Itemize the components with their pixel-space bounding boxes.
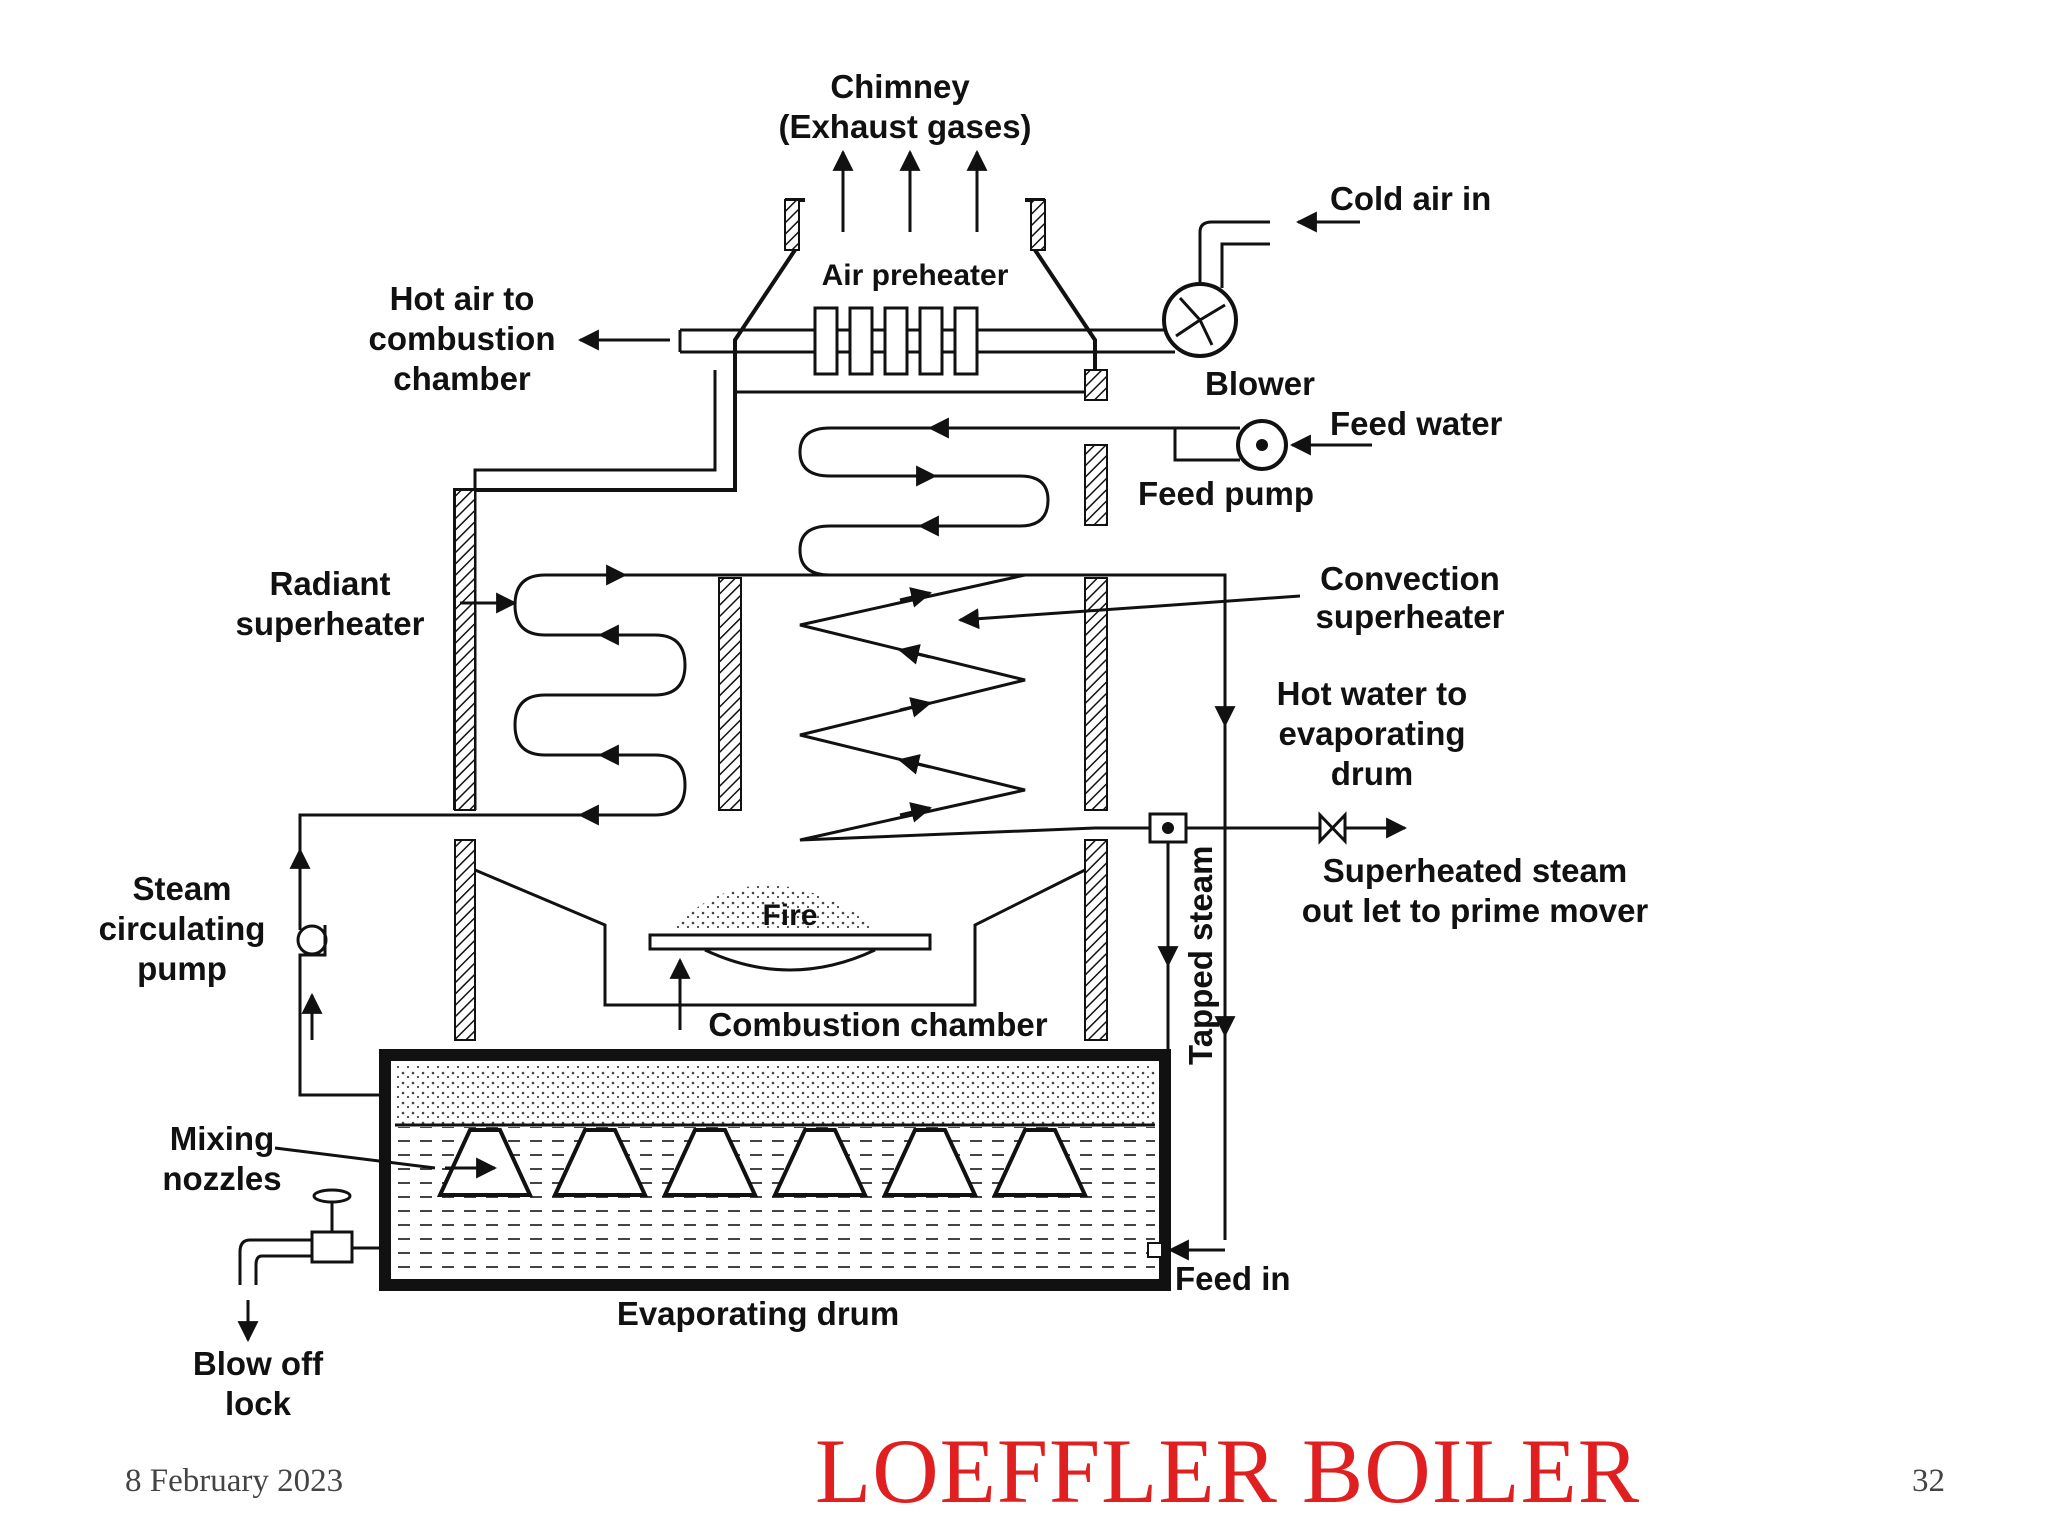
label-blow-off-line1: Blow off <box>193 1345 324 1382</box>
steam-circulating-pump <box>289 847 385 1097</box>
label-radiant-line2: superheater <box>236 605 425 642</box>
label-evaporating-drum: Evaporating drum <box>617 1295 899 1332</box>
feed-pump-coil <box>798 417 1372 1240</box>
label-hot-water-line3: drum <box>1331 755 1414 792</box>
label-steam-pump-line3: pump <box>137 950 227 987</box>
label-blower: Blower <box>1205 365 1315 402</box>
label-hot-water-line2: evaporating <box>1278 715 1465 752</box>
furnace-walls <box>453 369 1108 1041</box>
slide-title: LOEFFLER BOILER <box>815 1420 1641 1522</box>
label-air-preheater: Air preheater <box>822 259 1009 292</box>
convection-superheater-coil <box>799 573 1301 842</box>
label-convection-line1: Convection <box>1320 560 1500 597</box>
label-fire: Fire <box>762 899 817 932</box>
label-feed-in: Feed in <box>1175 1260 1291 1297</box>
label-hot-air-line2: combustion <box>369 320 556 357</box>
label-mixing-line2: nozzles <box>162 1160 281 1197</box>
blow-off-valve <box>237 1188 385 1343</box>
label-superheated-line1: Superheated steam <box>1323 852 1627 889</box>
combustion-chamber <box>474 868 1086 1030</box>
label-hot-water-line1: Hot water to <box>1277 675 1468 712</box>
label-convection-line2: superheater <box>1316 598 1505 635</box>
label-steam-pump-line2: circulating <box>99 910 266 947</box>
label-combustion-chamber: Combustion chamber <box>708 1006 1047 1043</box>
label-radiant-line1: Radiant <box>269 565 390 602</box>
blower-fan <box>1162 211 1360 358</box>
label-feed-water: Feed water <box>1330 405 1503 442</box>
label-chimney: Chimney <box>830 68 970 105</box>
radiant-superheater-coil <box>298 564 1025 870</box>
label-superheated-line2: out let to prime mover <box>1302 892 1649 929</box>
chimney-housing <box>733 149 1097 370</box>
label-blow-off-line2: lock <box>225 1385 292 1422</box>
label-feed-pump: Feed pump <box>1138 475 1314 512</box>
evaporating-drum <box>274 1049 1225 1291</box>
label-cold-air-in: Cold air in <box>1330 180 1491 217</box>
footer-date: 8 February 2023 <box>125 1463 344 1499</box>
label-hot-air-line3: chamber <box>393 360 531 397</box>
label-mixing-line1: Mixing <box>170 1120 275 1157</box>
air-preheater-tube <box>577 306 1175 376</box>
label-hot-air-line1: Hot air to <box>390 280 535 317</box>
page-number: 32 <box>1912 1463 1945 1499</box>
label-exhaust-gases: (Exhaust gases) <box>778 108 1031 145</box>
label-steam-pump-line1: Steam <box>132 870 231 907</box>
label-tapped-steam: Tapped steam <box>1182 846 1219 1065</box>
